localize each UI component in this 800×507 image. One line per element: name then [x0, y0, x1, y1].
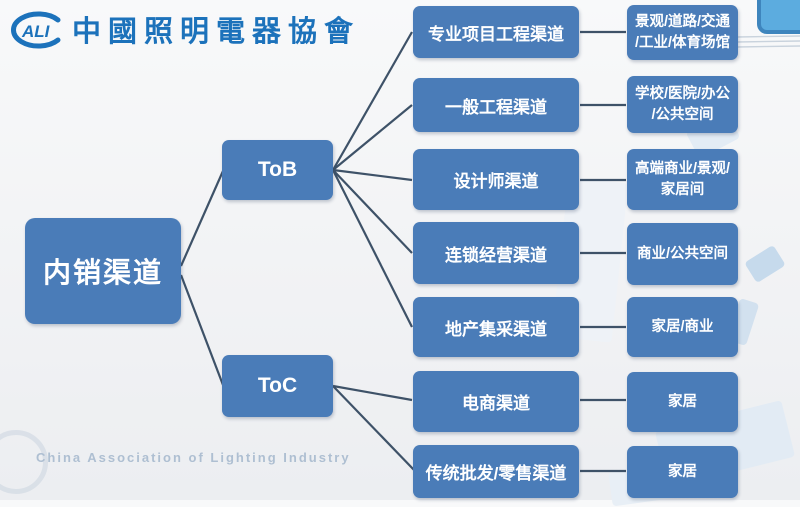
segment-label: 景观/道路/交通 /工业/体育场馆 [634, 14, 731, 51]
node-toc-label: ToC [257, 374, 298, 397]
node-root: 内销渠道 [25, 218, 181, 324]
node-segment: 景观/道路/交通 /工业/体育场馆 [627, 5, 738, 60]
logo-acronym: ALI [21, 22, 51, 41]
channel-label: 专业项目工程渠道 [428, 24, 564, 44]
node-segment: 高端商业/景观/ 家居间 [627, 149, 738, 210]
node-channel: 专业项目工程渠道 [413, 6, 579, 58]
segment-label: 商业/公共空间 [636, 245, 729, 262]
node-segment: 学校/医院/办公 /公共空间 [627, 76, 738, 133]
segment-label: 家居 [668, 463, 697, 480]
channel-label: 设计师渠道 [453, 172, 539, 191]
logo-org-name: 中國照明電器協會 [72, 14, 361, 48]
node-tob-label: ToB [257, 158, 298, 181]
segment-label: 高端商业/景观/ 家居间 [634, 161, 731, 198]
deco-lines [736, 35, 800, 48]
node-channel: 地产集采渠道 [413, 297, 579, 357]
node-segment: 家居 [627, 372, 738, 432]
segment-label: 家居/商业 [651, 318, 714, 335]
node-segment: 商业/公共空间 [627, 223, 738, 285]
channel-label: 连锁经营渠道 [445, 245, 547, 265]
node-tob: ToB [222, 140, 333, 200]
node-root-label: 内销渠道 [42, 257, 163, 288]
node-channel: 设计师渠道 [413, 149, 579, 210]
node-channel: 电商渠道 [413, 371, 579, 432]
footer-org-name: China Association of Lighting Industry [36, 450, 351, 465]
node-segment: 家居 [627, 446, 738, 498]
cali-logo-icon: ALI [11, 11, 61, 49]
corner-decoration [757, 0, 800, 34]
node-segment: 家居/商业 [627, 297, 738, 357]
channel-label: 传统批发/零售渠道 [425, 464, 567, 483]
channel-label: 电商渠道 [462, 394, 530, 413]
node-channel: 传统批发/零售渠道 [413, 445, 579, 498]
segment-label: 家居 [668, 393, 697, 410]
node-toc: ToC [222, 355, 333, 417]
node-channel: 连锁经营渠道 [413, 222, 579, 284]
channel-label: 地产集采渠道 [445, 319, 547, 339]
footer-logo-watermark [0, 430, 48, 494]
node-channel: 一般工程渠道 [413, 78, 579, 132]
segment-label: 学校/医院/办公 /公共空间 [634, 86, 731, 123]
channel-label: 一般工程渠道 [445, 97, 547, 117]
association-logo: ALI 中國照明電器協會 [6, 6, 360, 52]
